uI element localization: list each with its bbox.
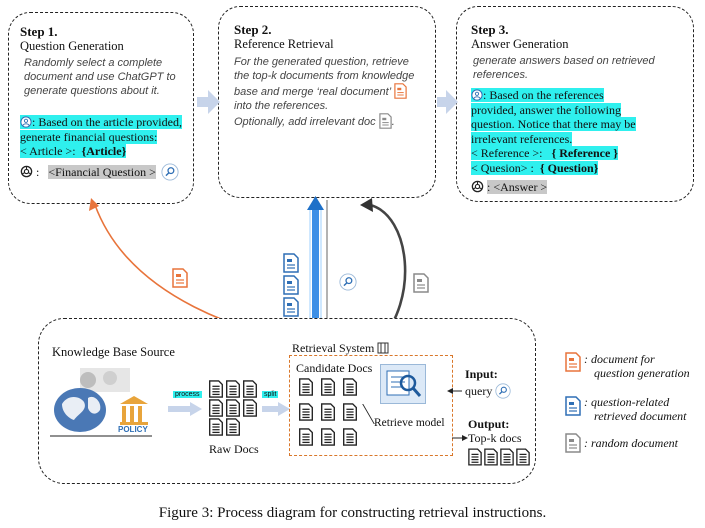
question-label: < Quesion> : <box>471 160 534 175</box>
retrieve-model-label: Retrieve model <box>374 417 445 429</box>
figure-caption: Figure 3: Process diagram for constructi… <box>158 505 547 521</box>
article-label: < Article >: <box>20 144 76 158</box>
step1-description: Randomly select a complete document and … <box>24 56 176 98</box>
step3-prompt: : Based on the references provided, answ… <box>471 88 636 175</box>
blue-up-arrow <box>312 207 319 343</box>
step1-desc-line: Randomly select a complete <box>24 57 163 69</box>
building-icon <box>377 342 389 354</box>
candidate-docs-label: Candidate Docs <box>296 361 373 375</box>
blue-document-icon <box>283 253 299 273</box>
retrieve-model-icon <box>380 364 426 404</box>
raw-docs-label: Raw Docs <box>209 442 259 456</box>
step2-desc-line: For the generated question, retrieve <box>234 56 409 68</box>
process-tag: process <box>173 391 202 398</box>
search-icon <box>495 383 511 399</box>
step3-prompt-line: : Based on the references <box>483 88 604 102</box>
legend-blue-line: retrieved document <box>594 409 687 423</box>
step3-prompt-line: question. Notice that there may be <box>471 117 636 131</box>
article-value: {Article} <box>81 144 127 158</box>
orange-document-icon <box>172 268 188 288</box>
step1-prompt-line: generate financial questions: <box>20 129 158 144</box>
policy-label: POLICY <box>118 425 148 434</box>
question-value: { Question} <box>539 160 599 175</box>
globe-policy-image <box>50 368 152 437</box>
retrieval-system-label: Retrieval System <box>292 341 389 356</box>
magnifier-document-icon <box>386 370 422 397</box>
input-arrow <box>447 388 462 394</box>
reference-label: < Reference >: <box>471 146 543 160</box>
reference-value: { Reference } <box>551 146 619 160</box>
legend-blue-line: question-related <box>591 395 670 409</box>
legend-orange-text: : document for question generation <box>584 352 690 380</box>
topk-docs-icon <box>468 448 530 466</box>
retrieval-system-text: Retrieval System <box>292 341 375 355</box>
step3-prompt-line: irrelevant references. <box>471 131 573 146</box>
legend-gray-line: random document <box>591 436 678 450</box>
legend-gray-text: : random document <box>584 436 678 450</box>
step3-desc-line: generate answers based on retrieved <box>473 55 655 67</box>
legend-orange-icon <box>565 352 581 372</box>
step2-desc-line: the top-k documents from knowledge <box>234 70 415 82</box>
step3-title: Step 3. <box>471 22 509 37</box>
retrieval-system-box <box>289 355 453 456</box>
step2-desc-line: into the references. <box>234 100 329 112</box>
blue-document-icon <box>283 275 299 295</box>
candidate-docs-grid <box>298 378 364 455</box>
input-query-row: query <box>465 383 511 399</box>
legend-orange-line: document for <box>591 352 655 366</box>
split-tag: split <box>262 391 279 398</box>
step2-description: For the generated question, retrieve the… <box>234 55 414 129</box>
raw-docs-icon <box>208 380 258 436</box>
step1-prompt-line: : Based on the article provided, <box>32 115 182 129</box>
legend-blue-icon <box>565 396 581 416</box>
step1-desc-line: document and use ChatGPT to <box>24 71 176 83</box>
step2-box <box>218 6 436 198</box>
step1-prompt: : Based on the article provided, generat… <box>20 115 182 159</box>
legend-gray-icon <box>565 433 581 453</box>
financial-question-output: <Financial Question > <box>48 165 156 179</box>
search-icon <box>339 273 357 291</box>
step1-desc-line: generate questions about it. <box>24 85 160 97</box>
candidate-docs-icon <box>298 378 358 446</box>
step2-to-step3-arrow <box>437 90 458 114</box>
gray-document-icon <box>413 273 429 293</box>
legend-blue-text: : question-related retrieved document <box>584 395 687 423</box>
topk-docs-row <box>468 448 530 473</box>
step1-title: Step 1. <box>20 24 58 39</box>
kb-source-label: Knowledge Base Source <box>52 345 175 359</box>
raw-docs-grid <box>208 380 258 436</box>
step1-output-row: : <Financial Question > <box>20 163 179 181</box>
output-title: Output: <box>468 417 510 431</box>
process-arrow <box>168 402 202 416</box>
split-arrow <box>262 402 290 416</box>
input-title: Input: <box>465 367 498 381</box>
step1-to-step2-arrow <box>197 90 220 114</box>
step3-output-row: : <Answer > <box>471 180 548 195</box>
step3-description: generate answers based on retrieved refe… <box>473 54 655 82</box>
step3-desc-line: references. <box>473 69 529 81</box>
answer-output: <Answer > <box>493 180 548 194</box>
step2-desc-line: . <box>391 116 395 128</box>
step2-desc-line: Optionally, add irrelevant doc <box>234 116 376 128</box>
input-query-text: query <box>465 384 493 398</box>
step3-subtitle: Answer Generation <box>471 37 569 51</box>
step1-subtitle: Question Generation <box>20 39 124 53</box>
output-topk-label: Top-k docs <box>468 431 522 445</box>
step2-title: Step 2. <box>234 22 272 37</box>
blue-document-icon <box>283 297 299 317</box>
output-arrow <box>452 435 468 441</box>
step2-desc-line: base and merge ‘real document’ <box>234 86 391 98</box>
step2-subtitle: Reference Retrieval <box>234 37 334 51</box>
kb-source-illustration: POLICY <box>48 364 158 438</box>
step3-prompt-line: provided, answer the following <box>471 102 621 117</box>
legend-orange-line: question generation <box>594 366 690 380</box>
